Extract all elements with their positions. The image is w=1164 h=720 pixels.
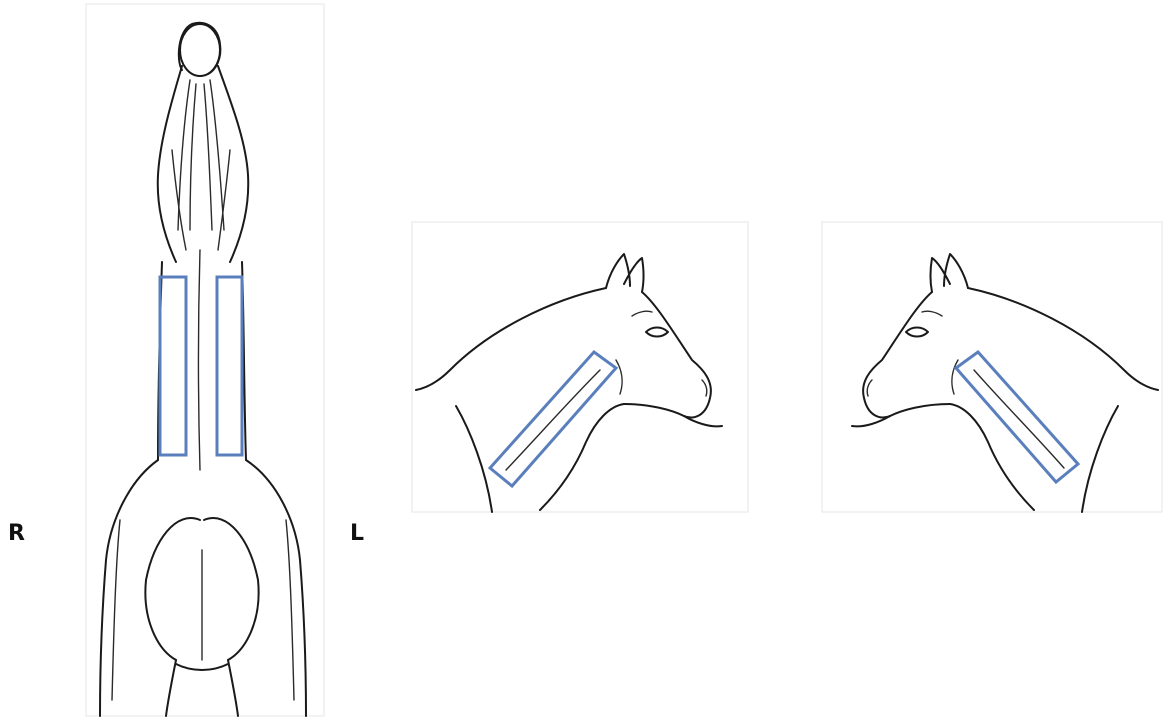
horse-left-lateral-view [820, 220, 1164, 520]
front-left-neck-highlight [217, 277, 242, 455]
side-label-right: R [8, 523, 25, 545]
side-label-left: L [350, 523, 364, 545]
horse-front-view [80, 0, 330, 720]
front-right-neck-highlight [160, 277, 186, 455]
horse-right-lateral-view [410, 220, 750, 520]
